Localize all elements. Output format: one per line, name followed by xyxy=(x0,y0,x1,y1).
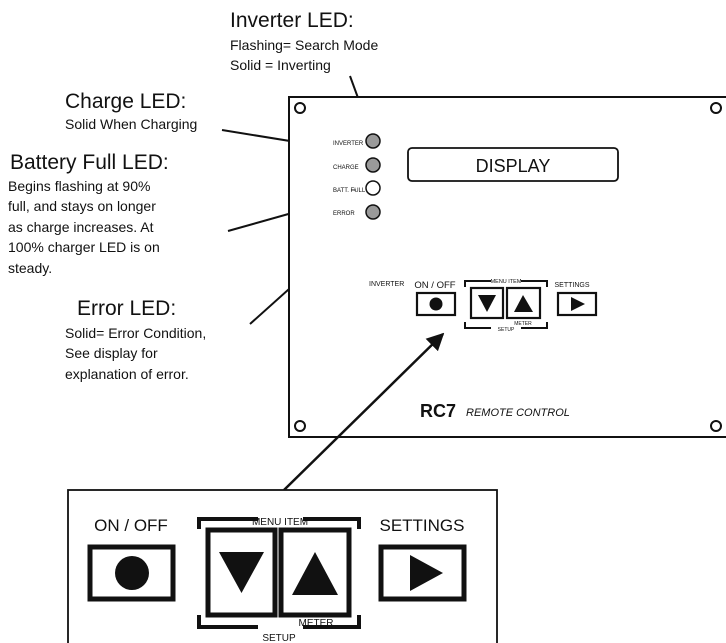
menu-item-label: MENU ITEM xyxy=(491,279,522,285)
inverter-led xyxy=(365,133,381,149)
inverter-led-title: Inverter LED: xyxy=(230,9,354,32)
battery-led-line-1: Begins flashing at 90% xyxy=(8,178,150,194)
brand-model: RC7 xyxy=(420,401,456,421)
down-triangle-icon xyxy=(219,552,264,593)
inverter-button-label: INVERTER xyxy=(369,281,404,288)
led-label-charge: CHARGE xyxy=(333,165,359,171)
zoom-menu-item-label: MENU ITEM xyxy=(252,517,308,528)
setup-label: SETUP xyxy=(498,327,515,333)
screw-hole-icon xyxy=(710,102,722,114)
zoom-arrow xyxy=(283,332,445,491)
zoom-setup-label: SETUP xyxy=(262,633,296,643)
led-label-error: ERROR xyxy=(333,211,355,217)
zoom-menu-down-button[interactable] xyxy=(205,527,278,618)
inverter-led-line-1: Flashing= Search Mode xyxy=(230,37,378,53)
battery-led-line-2: full, and stays on longer xyxy=(8,198,156,214)
battery-led-line-4: 100% charger LED is on xyxy=(8,239,160,255)
settings-label: SETTINGS xyxy=(554,282,589,289)
led-label-batt-full: BATT. FULL xyxy=(333,188,366,194)
circle-icon xyxy=(115,556,149,590)
zoom-on-off-label: ON / OFF xyxy=(94,516,168,535)
right-triangle-icon xyxy=(410,555,443,591)
up-triangle-icon xyxy=(292,552,338,595)
circle-icon xyxy=(429,297,443,311)
charge-led-line-1: Solid When Charging xyxy=(65,116,197,132)
battery-led-line-5: steady. xyxy=(8,260,52,276)
inverter-led-line-2: Solid = Inverting xyxy=(230,57,331,73)
led-label-inverter: INVERTER xyxy=(333,141,364,147)
meter-label: METER xyxy=(514,321,532,327)
error-led xyxy=(365,204,381,220)
battery-led-line-3: as charge increases. At xyxy=(8,219,154,235)
display-window xyxy=(407,147,619,182)
charge-led-title: Charge LED: xyxy=(65,90,186,113)
brand-text: REMOTE CONTROL xyxy=(466,407,570,419)
screw-hole-icon xyxy=(710,420,722,432)
remote-control-panel: INVERTER CHARGE BATT. FULL ERROR DISPLAY… xyxy=(288,96,726,438)
error-led-line-1: Solid= Error Condition, xyxy=(65,325,206,341)
up-triangle-icon xyxy=(514,295,533,312)
error-led-title: Error LED: xyxy=(77,297,176,320)
zoom-meter-label: METER xyxy=(299,618,334,629)
error-led-line-3: explanation of error. xyxy=(65,366,189,382)
zoom-settings-label: SETTINGS xyxy=(379,516,464,535)
error-led-line-2: See display for xyxy=(65,345,158,361)
right-triangle-icon xyxy=(571,297,585,311)
screw-hole-icon xyxy=(294,102,306,114)
screw-hole-icon xyxy=(294,420,306,432)
display-label: DISPLAY xyxy=(476,156,551,176)
zoomed-controls: ON / OFF MENU ITEM SETUP METER SETTINGS xyxy=(67,489,498,643)
battery-led-title: Battery Full LED: xyxy=(10,151,169,174)
charge-led xyxy=(365,157,381,173)
battery-full-led xyxy=(365,180,381,196)
on-off-label: ON / OFF xyxy=(414,280,455,291)
down-triangle-icon xyxy=(478,295,496,312)
